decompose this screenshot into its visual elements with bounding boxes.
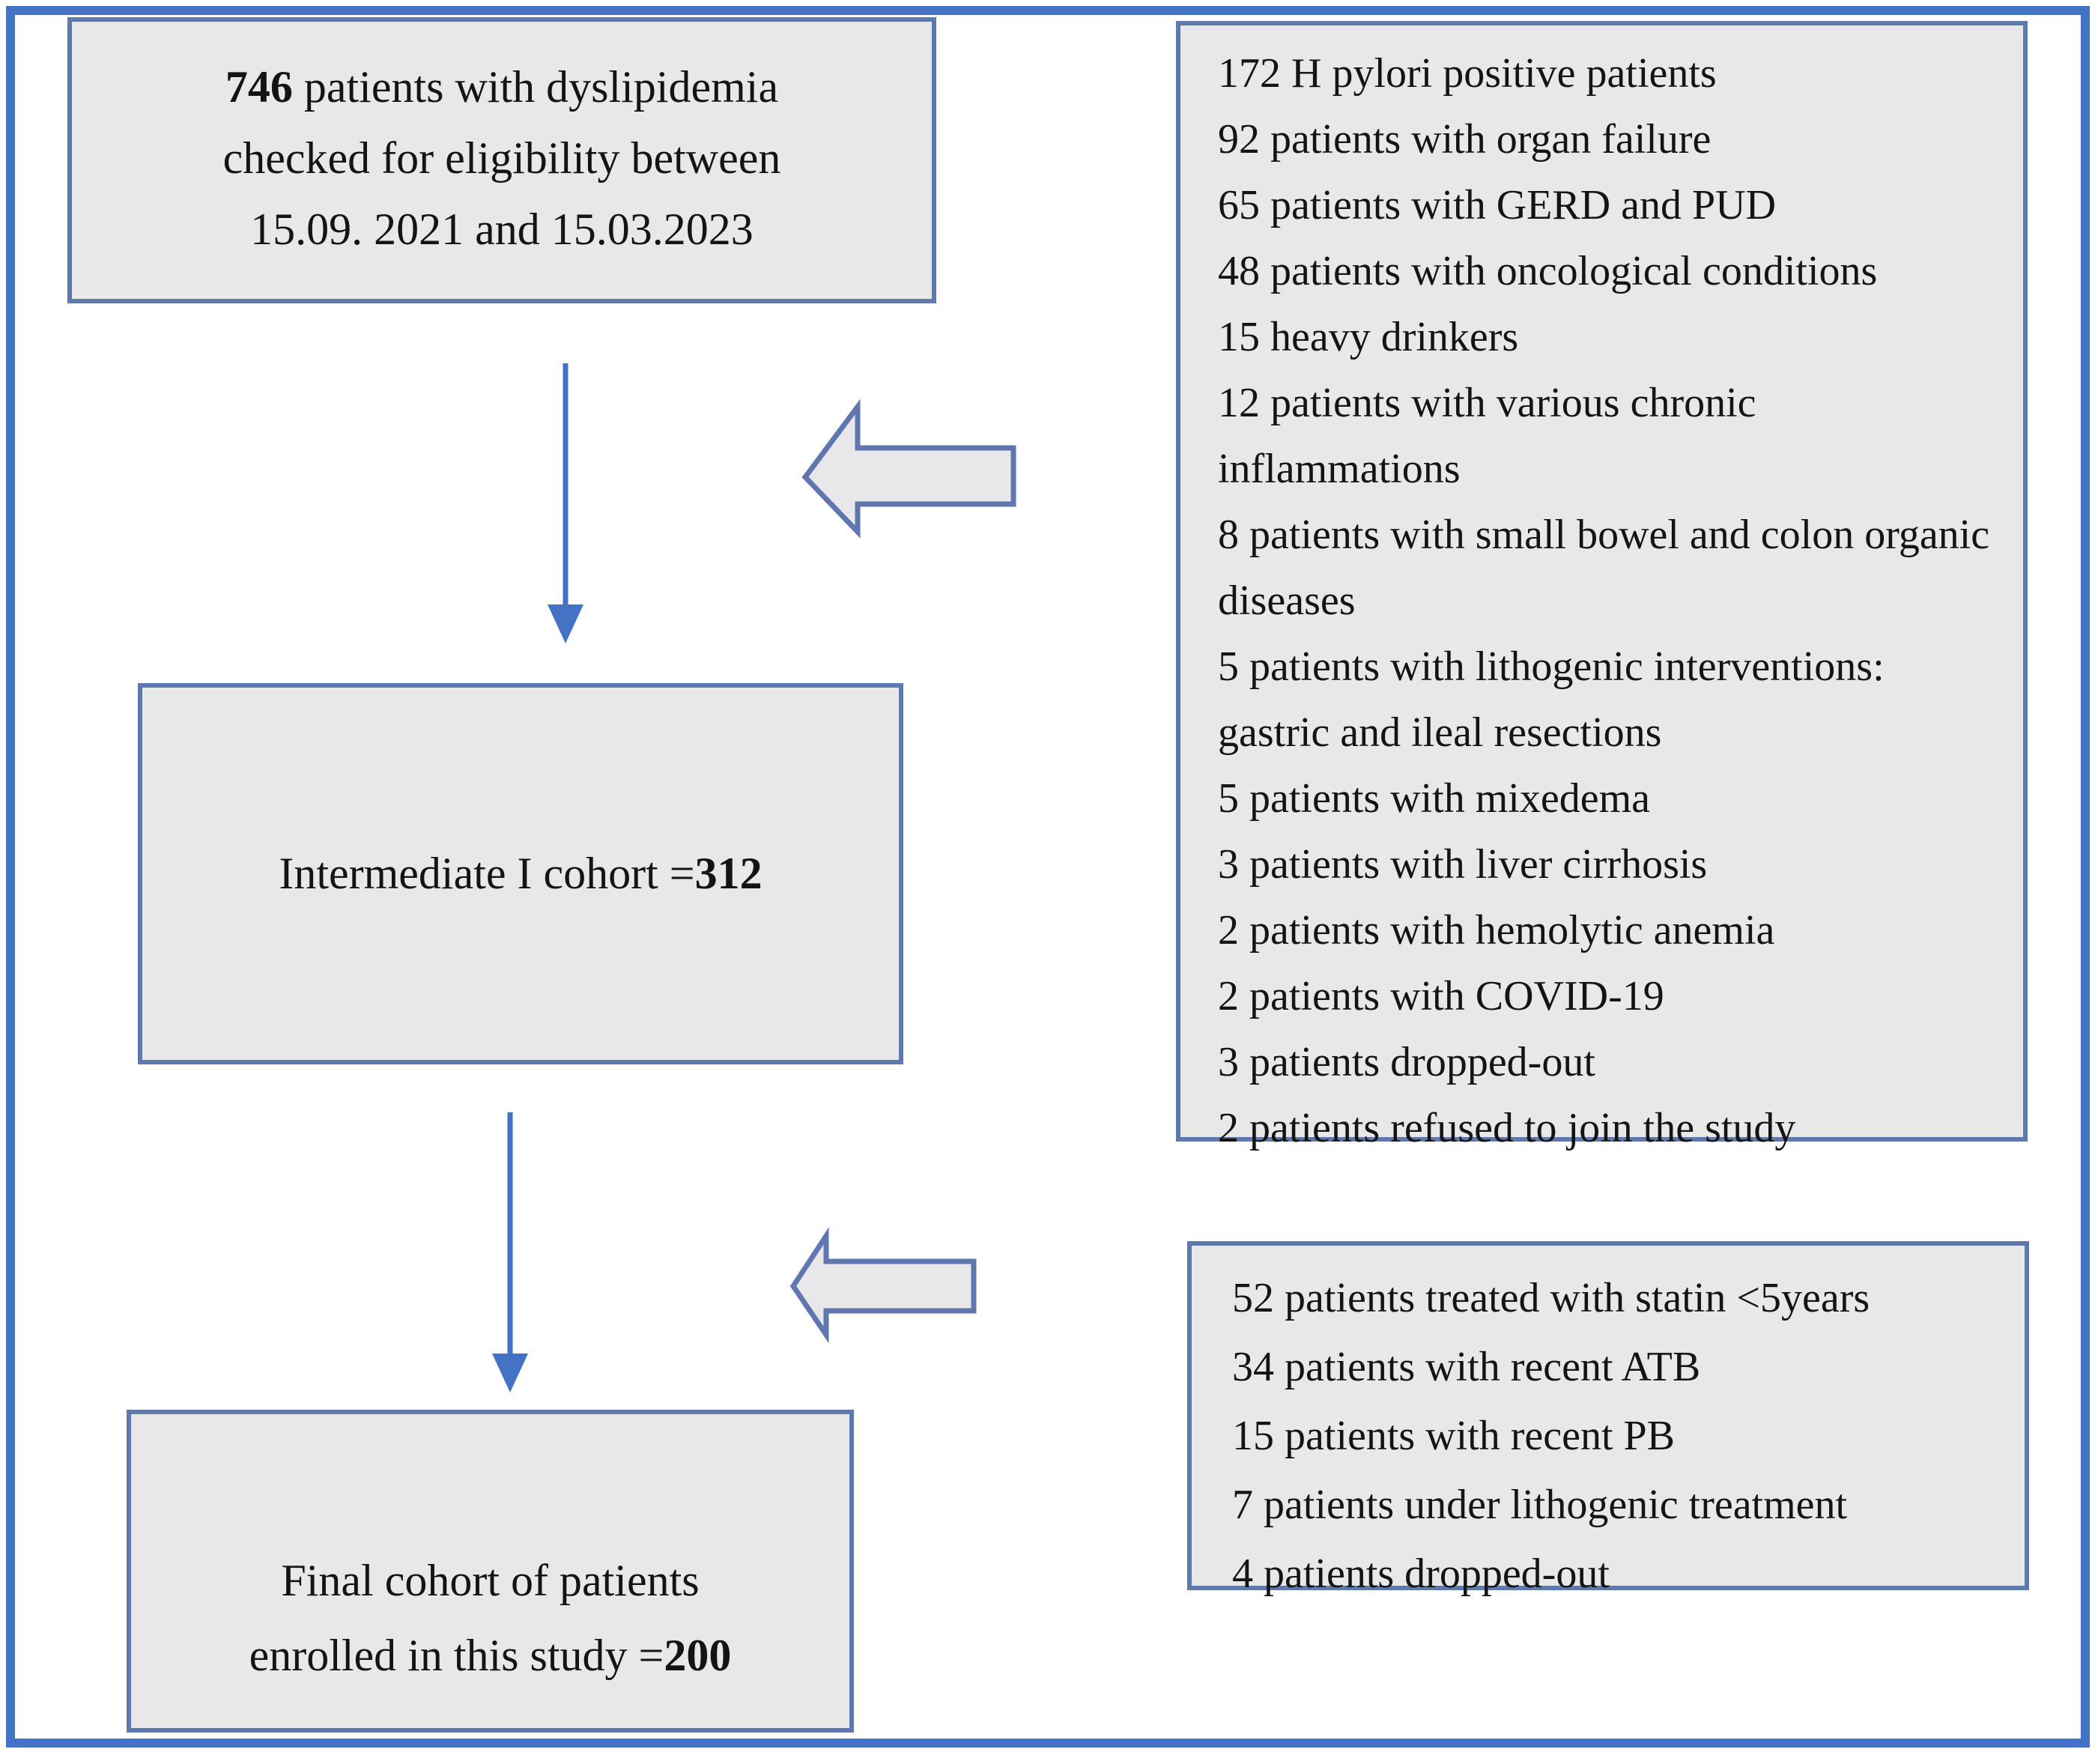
eligibility-count: 746 [225,62,293,112]
exclusion-item: 92 patients with organ failure [1218,116,1712,163]
exclusion-item: 3 patients with liver cirrhosis [1218,841,1708,888]
final-count: 200 [664,1631,732,1680]
exclusions-list-top: 172 H pylori positive patients 92 patien… [1176,21,2028,1151]
exclusion-item: 2 patients refused to join the study [1218,1105,1796,1151]
exclusion-item: 5 patients with mixedema [1218,775,1650,822]
eligibility-line1: 746 patients with dyslipidemia [225,62,779,112]
exclusion-item: 7 patients under lithogenic treatment [1232,1482,1848,1528]
figure-border [6,6,2090,1748]
eligibility-line2: checked for eligibility between [222,133,781,183]
exclusion-item: 2 patients with COVID-19 [1218,973,1664,1019]
exclusion-item: 172 H pylori positive patients [1218,50,1717,97]
exclusion-item: 65 patients with GERD and PUD [1218,182,1777,228]
left-block-arrow-icon [801,398,1016,539]
intermediate-line: Intermediate I cohort =312 [279,849,763,898]
exclusion-item: 4 patients dropped-out [1232,1551,1610,1597]
eligibility-line3: 15.09. 2021 and 15.03.2023 [250,204,754,254]
final-line1: Final cohort of patients [281,1556,700,1605]
intermediate-cohort-box: Intermediate I cohort =312 [138,683,903,1064]
intermediate-count: 312 [694,849,763,898]
exclusions-list-bottom: 52 patients treated with statin <5years … [1187,1241,2029,1597]
down-arrow-icon [492,1112,528,1392]
exclusion-item: 2 patients with hemolytic anemia [1218,907,1775,954]
exclusion-item: 5 patients with lithogenic interventions… [1218,643,1885,756]
exclusion-item: 34 patients with recent ATB [1232,1344,1701,1390]
exclusion-item: 8 patients with small bowel and colon or… [1218,512,1990,624]
exclusion-item: 52 patients treated with statin <5years [1232,1275,1870,1321]
exclusion-item: 15 patients with recent PB [1232,1413,1676,1459]
final-line2: enrolled in this study =200 [249,1631,732,1680]
left-block-arrow-icon [789,1227,977,1344]
exclusion-item: 48 patients with oncological conditions [1218,248,1878,294]
down-arrow-icon [548,363,583,643]
eligibility-box: 746 patients with dyslipidemia checked f… [67,17,936,303]
exclusion-item: 12 patients with various chronic inflamm… [1218,380,1756,492]
exclusion-item: 15 heavy drinkers [1218,314,1519,360]
exclusion-item: 3 patients dropped-out [1218,1039,1595,1085]
final-cohort-box: Final cohort of patients enrolled in thi… [127,1410,854,1733]
